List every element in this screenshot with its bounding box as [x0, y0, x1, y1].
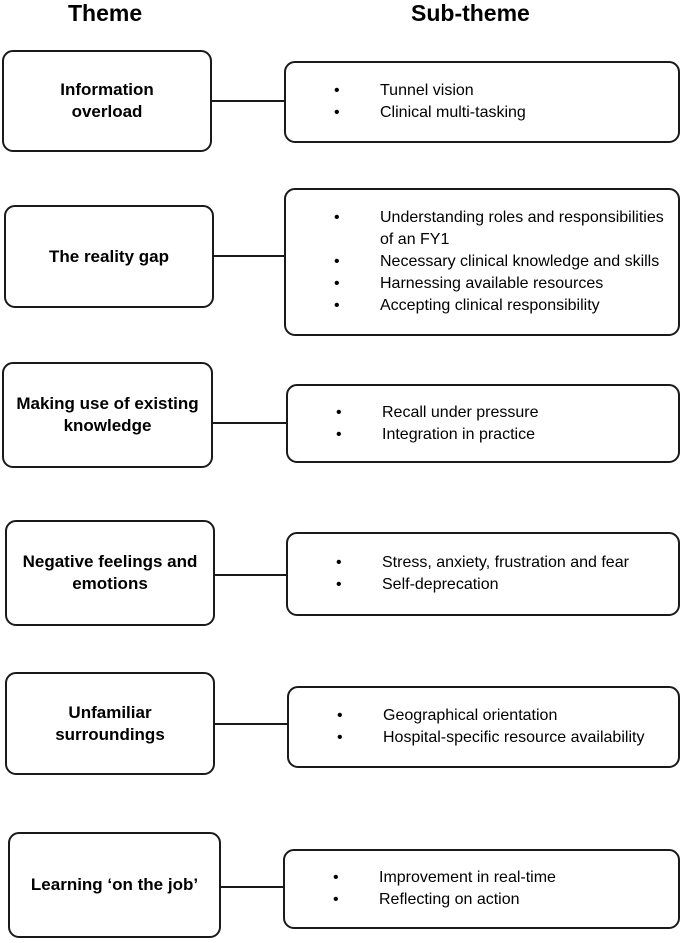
connector-line — [213, 422, 286, 424]
subtheme-item: Recall under pressure — [288, 402, 678, 424]
subtheme-item: Self-deprecation — [288, 574, 678, 596]
theme-box-existing-knowledge: Making use of existing knowledge — [2, 362, 213, 468]
connector-line — [212, 100, 284, 102]
subtheme-item: Necessary clinical knowledge and skills — [286, 251, 678, 273]
theme-box-negative-feelings: Negative feelings and emotions — [5, 520, 215, 626]
theme-label: Unfamiliar surroundings — [55, 702, 165, 744]
connector-line — [215, 723, 287, 725]
subtheme-box-negative-feelings: Stress, anxiety, frustration and fear Se… — [286, 532, 680, 616]
subtheme-item: Clinical multi-tasking — [286, 102, 678, 124]
theme-label: Negative feelings and emotions — [22, 552, 198, 593]
theme-box-reality-gap: The reality gap — [4, 205, 214, 308]
subtheme-item: Reflecting on action — [285, 889, 678, 911]
theme-label: Making use of existing knowledge — [16, 394, 199, 435]
connector-line — [215, 574, 286, 576]
subtheme-item: Harnessing available resources — [286, 273, 678, 295]
subtheme-header: Sub-theme — [411, 0, 530, 26]
theme-label: Information overload — [60, 80, 154, 121]
theme-header: Theme — [68, 0, 143, 26]
subtheme-box-reality-gap: Understanding roles and responsibilities… — [284, 188, 680, 336]
subtheme-box-information-overload: Tunnel vision Clinical multi-tasking — [284, 61, 680, 143]
connector-line — [214, 255, 284, 257]
subtheme-box-existing-knowledge: Recall under pressure Integration in pra… — [286, 384, 680, 463]
theme-box-unfamiliar-surroundings: Unfamiliar surroundings — [5, 672, 215, 775]
connector-line — [221, 886, 283, 888]
subtheme-item: Understanding roles and responsibilities… — [286, 207, 678, 251]
subtheme-item: Tunnel vision — [286, 80, 678, 102]
theme-label: The reality gap — [49, 246, 169, 266]
subtheme-item: Accepting clinical responsibility — [286, 295, 678, 317]
subtheme-box-unfamiliar-surroundings: Geographical orientation Hospital-specif… — [287, 686, 680, 768]
subtheme-box-learning-on-the-job: Improvement in real-time Reflecting on a… — [283, 849, 680, 929]
theme-box-learning-on-the-job: Learning ‘on the job’ — [8, 832, 221, 938]
subtheme-item: Improvement in real-time — [285, 867, 678, 889]
theme-box-information-overload: Information overload — [2, 50, 212, 152]
subtheme-item: Geographical orientation — [289, 705, 678, 727]
subtheme-item: Hospital-specific resource availability — [289, 727, 678, 749]
theme-label: Learning ‘on the job’ — [30, 875, 199, 894]
subtheme-item: Stress, anxiety, frustration and fear — [288, 552, 678, 574]
subtheme-item: Integration in practice — [288, 424, 678, 446]
